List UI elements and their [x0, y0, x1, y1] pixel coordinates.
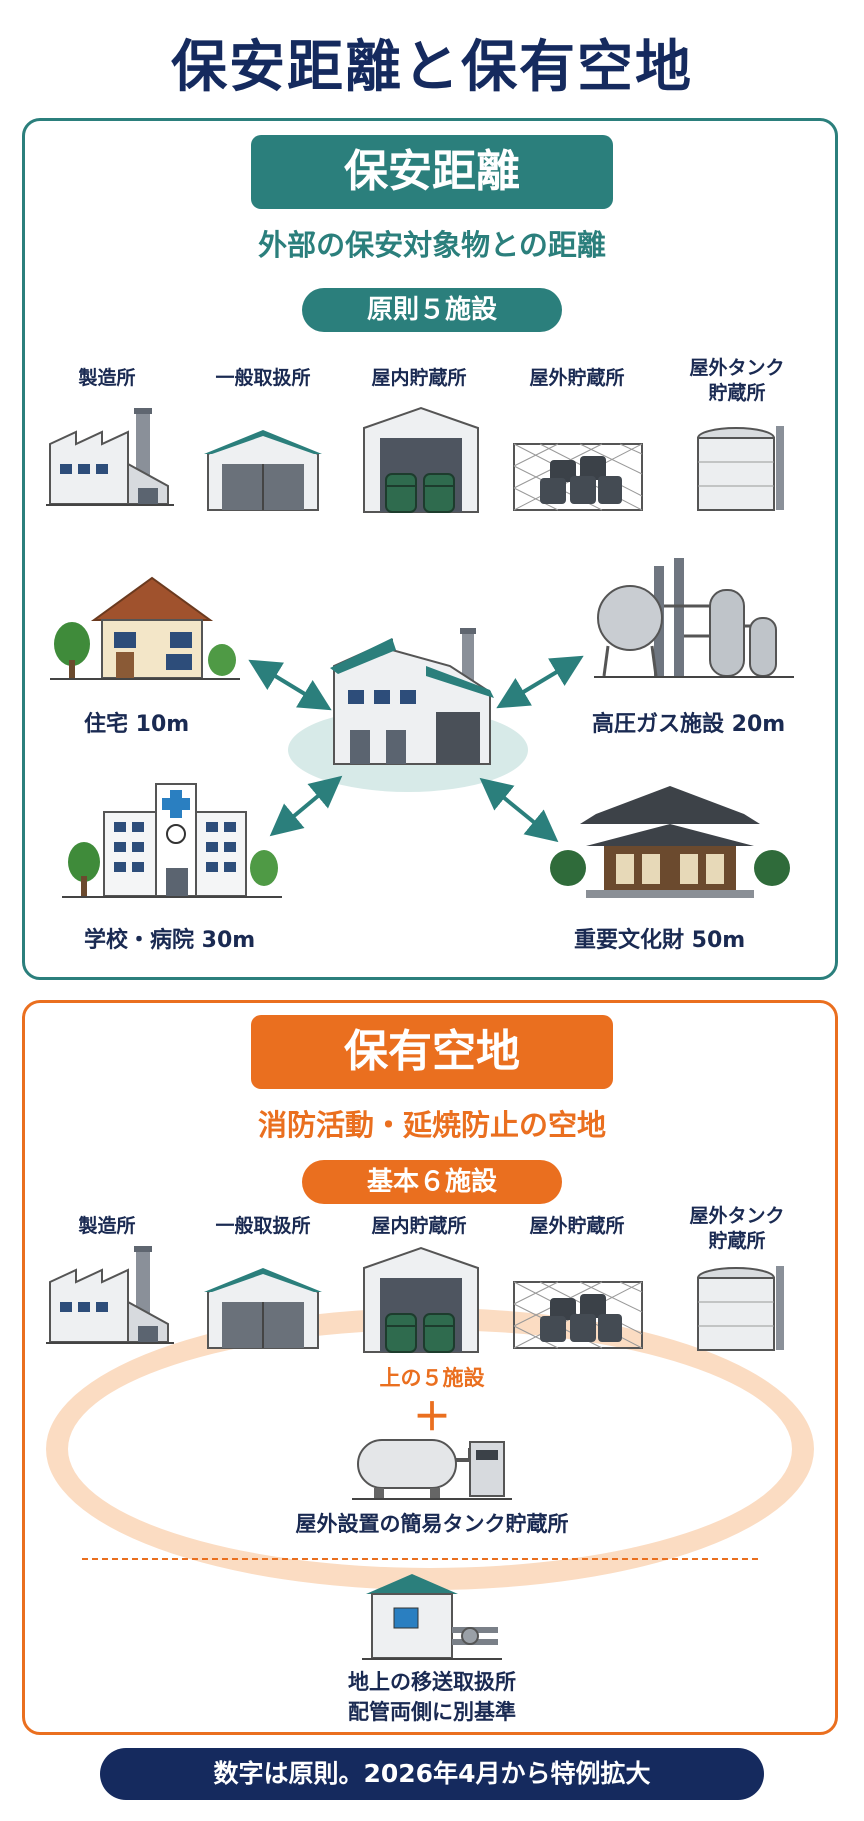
gas-facility-icon [594, 558, 794, 678]
hoyu-badge: 基本６施設 [302, 1160, 562, 1204]
facility-label-indoor-2: 屋内貯蔵所 [371, 1215, 467, 1237]
facility-label-handling-2: 一般取扱所 [215, 1215, 311, 1237]
target-heritage-label: 重要文化財 50m [574, 928, 746, 953]
heritage-icon [550, 786, 790, 898]
plus-sign: ＋ [412, 1395, 451, 1439]
hoan-badge: 原則５施設 [302, 288, 562, 332]
facility-label-indoor: 屋内貯蔵所 [371, 367, 467, 389]
facility-label-factory: 製造所 [78, 367, 136, 389]
simple-tank-icon [352, 1439, 512, 1500]
transfer-facility-icon [362, 1574, 502, 1660]
facility-label-tank-2: 屋外タンク 貯蔵所 [689, 1205, 785, 1252]
target-house-label: 住宅 10m [84, 712, 190, 737]
dashed-divider [82, 1558, 758, 1560]
school-hospital-icon [62, 783, 282, 898]
transfer-label-2: 配管両側に別基準 [348, 1700, 516, 1724]
simple-tank-label: 屋外設置の簡易タンク貯蔵所 [295, 1512, 569, 1536]
facility-label-tank: 屋外タンク 貯蔵所 [689, 357, 785, 404]
hoyu-panel [22, 1000, 838, 1735]
factory-icon-2 [46, 1246, 174, 1344]
hoyu-subtitle: 消防活動・延焼防止の空地 [257, 1108, 606, 1142]
above-five-label: 上の５施設 [379, 1366, 485, 1390]
facility-label-factory-2: 製造所 [78, 1215, 136, 1237]
hoan-heading: 保安距離 [251, 135, 613, 209]
target-gas-label: 高圧ガス施設 20m [592, 712, 786, 737]
tank-storage-icon-2 [697, 1266, 784, 1351]
indoor-storage-icon-2 [363, 1246, 479, 1353]
hoan-subtitle: 外部の保安対象物との距離 [258, 228, 606, 262]
hoan-panel [22, 118, 838, 980]
handling-icon [204, 430, 322, 511]
facility-label-outdoor-2: 屋外貯蔵所 [529, 1215, 625, 1237]
house-icon [50, 576, 240, 680]
target-school-label: 学校・病院 30m [84, 928, 256, 953]
distance-arrows [248, 655, 584, 843]
footer-note: 数字は原則。2026年4月から特例拡大 [100, 1748, 764, 1800]
outdoor-storage-icon [513, 443, 643, 511]
central-facility-icon [330, 628, 494, 765]
facility-label-handling: 一般取扱所 [215, 367, 311, 389]
transfer-label-1: 地上の移送取扱所 [348, 1670, 516, 1694]
page-title: 保安距離と保有空地 [171, 35, 693, 100]
tank-storage-icon [697, 426, 784, 511]
factory-icon [46, 408, 174, 506]
handling-icon-2 [204, 1268, 322, 1349]
outdoor-storage-icon-2 [513, 1281, 643, 1349]
indoor-storage-icon [363, 406, 479, 513]
facility-label-outdoor: 屋外貯蔵所 [529, 367, 625, 389]
hoyu-heading: 保有空地 [251, 1015, 613, 1089]
